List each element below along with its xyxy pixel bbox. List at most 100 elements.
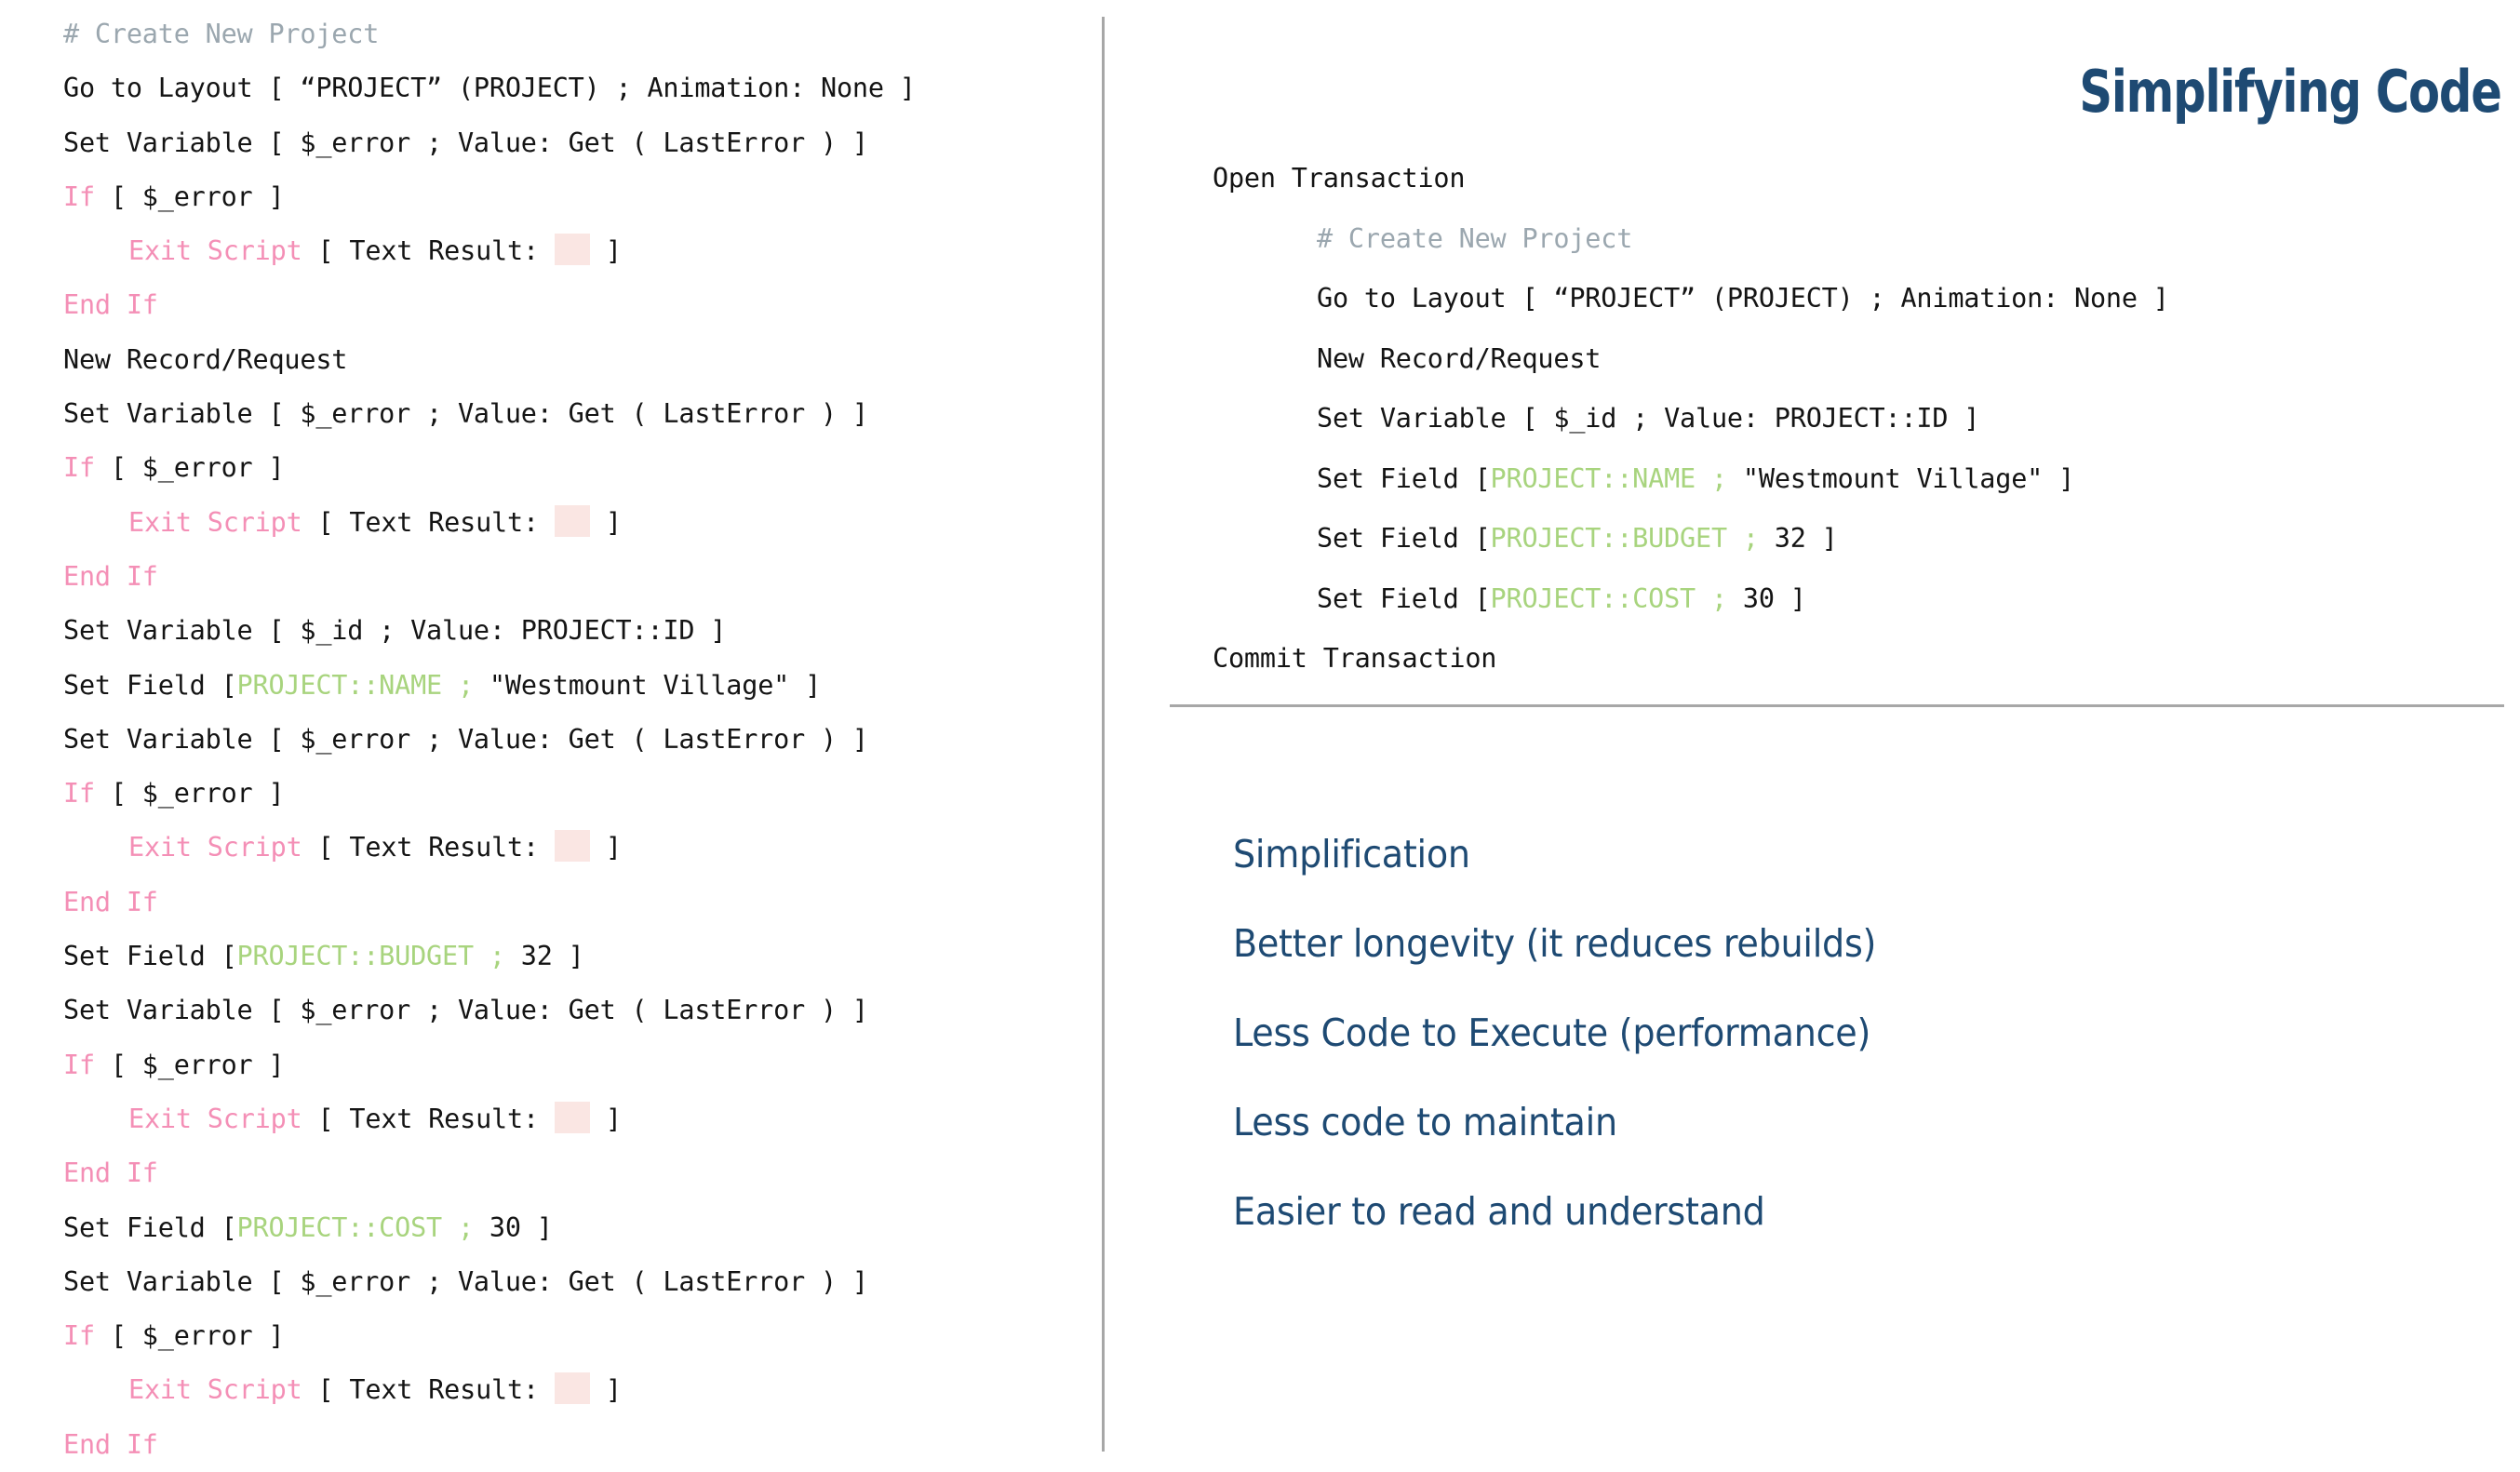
code-line: If [ $_error ] (63, 1038, 916, 1092)
code-token-blank (554, 830, 590, 863)
code-token-plain: Set Variable [ $_error ; Value: Get ( La… (63, 995, 868, 1026)
code-token-plain: Set Variable [ $_error ; Value: Get ( La… (63, 1265, 868, 1297)
code-token-plain: 30 ] (473, 1211, 553, 1243)
code-token-keyword: End If (63, 1428, 158, 1460)
code-token-keyword: Exit Script (128, 832, 302, 863)
list-item: Simplification (1233, 832, 1470, 877)
simplified-panel: Simplifying Code Open Transaction # Creat… (1103, 0, 2520, 1470)
list-item: Less code to maintain (1233, 1100, 1617, 1144)
code-token-plain: [ $_error ] (94, 181, 285, 212)
code-token-comment: # Create New Project (1317, 222, 1633, 254)
code-token-field: PROJECT::NAME ; (1490, 462, 1728, 494)
code-token-plain: New Record/Request (1317, 342, 1602, 374)
code-token-plain: 32 ] (504, 941, 584, 972)
code-token-blank (554, 1101, 590, 1133)
page-title: Simplifying Code (2079, 58, 2503, 126)
code-line: Set Field [PROJECT::NAME ; "Westmount Vi… (1213, 449, 2169, 510)
section-divider (1170, 704, 2504, 707)
code-token-plain: ] (589, 1103, 622, 1134)
code-line: End If (63, 550, 916, 604)
code-token-field: PROJECT::COST ; (236, 1211, 475, 1243)
code-token-field: PROJECT::COST ; (1490, 582, 1728, 614)
code-line: Set Variable [ $_id ; Value: PROJECT::ID… (1213, 389, 2169, 449)
code-token-plain: [ $_error ] (94, 1049, 285, 1080)
code-token-plain: Set Field [ (1317, 462, 1491, 494)
code-token-plain: Set Field [ (1317, 523, 1491, 554)
code-token-keyword: If (63, 1320, 95, 1352)
code-line: Set Field [PROJECT::COST ; 30 ] (1213, 569, 2169, 630)
code-token-plain: [ $_error ] (94, 452, 285, 484)
code-token-keyword: End If (63, 886, 158, 917)
code-line: Exit Script [ Text Result: ] (63, 496, 916, 550)
code-token-field: PROJECT::BUDGET ; (236, 941, 505, 972)
list-item: Better longevity (it reduces rebuilds) (1233, 921, 1877, 966)
code-line: Go to Layout [ “PROJECT” (PROJECT) ; Ani… (63, 61, 916, 115)
code-token-plain: [ Text Result: (302, 235, 555, 267)
verbose-script-code: # Create New Project Go to Layout [ “PROJ… (63, 7, 916, 1472)
code-token-blank (554, 234, 590, 266)
code-token-plain: [ Text Result: (302, 1103, 555, 1134)
code-token-plain: Set Variable [ $_error ; Value: Get ( La… (63, 398, 868, 430)
code-token-plain: ] (589, 506, 622, 538)
code-token-plain: Set Variable [ $_id ; Value: PROJECT::ID… (1317, 403, 1980, 434)
code-line: Set Field [PROJECT::NAME ; "Westmount Vi… (63, 659, 916, 713)
code-line: If [ $_error ] (63, 767, 916, 821)
code-line: Set Variable [ $_error ; Value: Get ( La… (63, 713, 916, 767)
code-token-keyword: Exit Script (128, 235, 302, 267)
verbose-script-panel: # Create New Project Go to Layout [ “PROJ… (0, 0, 1103, 1470)
code-line: Set Variable [ $_error ; Value: Get ( La… (63, 387, 916, 441)
code-line: Commit Transaction (1213, 629, 2169, 689)
code-line: If [ $_error ] (63, 441, 916, 495)
code-token-plain: New Record/Request (63, 343, 348, 375)
code-token-field: PROJECT::BUDGET ; (1490, 523, 1759, 554)
code-line: If [ $_error ] (63, 1309, 916, 1363)
code-token-plain: [ $_error ] (94, 1320, 285, 1352)
code-line: Exit Script [ Text Result: ] (63, 224, 916, 278)
code-token-plain: [ Text Result: (302, 506, 555, 538)
code-token-plain: [ Text Result: (302, 1374, 555, 1406)
code-token-keyword: End If (63, 560, 158, 592)
code-token-keyword: If (63, 1049, 95, 1080)
code-token-keyword: Exit Script (128, 506, 302, 538)
code-line: # Create New Project (1213, 209, 2169, 270)
code-line: Set Variable [ $_error ; Value: Get ( La… (63, 116, 916, 170)
code-line: Exit Script [ Text Result: ] (63, 821, 916, 875)
code-token-plain: ] (589, 832, 622, 863)
code-token-field: PROJECT::NAME ; (236, 669, 475, 701)
code-token-plain: 32 ] (1758, 523, 1838, 554)
code-token-keyword: If (63, 181, 95, 212)
code-token-keyword: If (63, 452, 95, 484)
code-token-blank (554, 1372, 590, 1405)
code-token-plain: Go to Layout [ “PROJECT” (PROJECT) ; Ani… (63, 73, 916, 104)
code-token-plain: [ Text Result: (302, 832, 555, 863)
code-line: End If (63, 876, 916, 930)
code-token-plain: Set Variable [ $_error ; Value: Get ( La… (63, 723, 868, 755)
code-token-plain: Set Field [ (63, 941, 237, 972)
code-line: # Create New Project (63, 7, 916, 61)
code-token-plain: Set Field [ (63, 1211, 237, 1243)
code-line: Open Transaction (1213, 149, 2169, 209)
list-item: Less Code to Execute (performance) (1233, 1010, 1871, 1055)
list-item: Easier to read and understand (1233, 1189, 1765, 1234)
code-line: Set Variable [ $_error ; Value: Get ( La… (63, 984, 916, 1037)
code-token-plain: Set Field [ (63, 669, 237, 701)
code-line: Set Variable [ $_id ; Value: PROJECT::ID… (63, 604, 916, 658)
code-token-plain: "Westmount Village" ] (1726, 462, 2075, 494)
code-line: End If (63, 278, 916, 332)
code-token-keyword: Exit Script (128, 1374, 302, 1406)
code-token-blank (554, 504, 590, 537)
code-line: New Record/Request (63, 333, 916, 387)
code-token-plain: Set Variable [ $_id ; Value: PROJECT::ID… (63, 615, 727, 647)
code-line: End If (63, 1418, 916, 1472)
code-token-plain: Set Variable [ $_error ; Value: Get ( La… (63, 127, 868, 158)
code-token-plain: [ $_error ] (94, 778, 285, 810)
code-token-comment: # Create New Project (63, 19, 380, 49)
code-line: Set Field [PROJECT::BUDGET ; 32 ] (1213, 509, 2169, 569)
code-line: Set Variable [ $_error ; Value: Get ( La… (63, 1255, 916, 1309)
code-line: If [ $_error ] (63, 170, 916, 224)
code-token-plain: 30 ] (1726, 582, 1806, 614)
code-line: End If (63, 1146, 916, 1200)
code-line: Set Field [PROJECT::BUDGET ; 32 ] (63, 930, 916, 984)
